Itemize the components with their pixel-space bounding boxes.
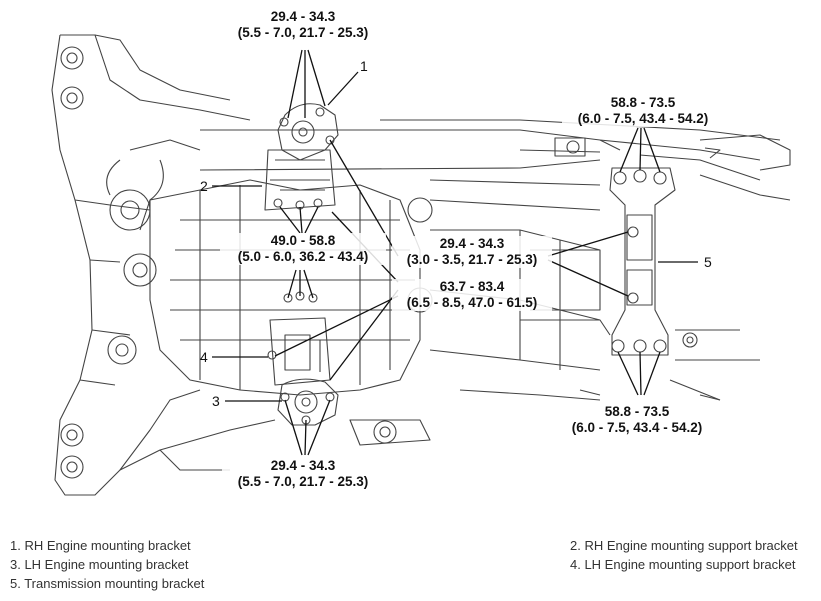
torque-nm: 58.8 - 73.5 [610,95,676,110]
torque-kgf-lbft: (6.0 - 7.5, 43.4 - 54.2) [571,420,703,435]
torque-nm: 63.7 - 83.4 [439,279,505,294]
torque-label-right-bottom: 58.8 - 73.5 (6.0 - 7.5, 43.4 - 54.2) [556,404,718,436]
torque-nm: 58.8 - 73.5 [604,404,670,419]
torque-nm: 29.4 - 34.3 [270,9,336,24]
torque-nm: 29.4 - 34.3 [270,458,336,473]
legend-item-1: 1. RH Engine mounting bracket [10,538,191,553]
torque-label-top: 29.4 - 34.3 (5.5 - 7.0, 21.7 - 25.3) [222,9,384,41]
legend-item-4: 4. LH Engine mounting support bracket [570,557,796,572]
torque-label-bottom: 29.4 - 34.3 (5.5 - 7.0, 21.7 - 25.3) [222,458,384,490]
torque-label-right-top: 58.8 - 73.5 (6.0 - 7.5, 43.4 - 54.2) [562,95,724,127]
torque-kgf-lbft: (5.0 - 6.0, 36.2 - 43.4) [237,249,369,264]
subframe-outline [51,34,276,496]
torque-kgf-lbft: (6.0 - 7.5, 43.4 - 54.2) [577,111,709,126]
legend-item-5: 5. Transmission mounting bracket [10,576,205,591]
torque-kgf-lbft: (5.5 - 7.0, 21.7 - 25.3) [237,25,369,40]
callout-1: 1 [360,58,368,74]
legend-item-2: 2. RH Engine mounting support bracket [570,538,798,553]
engine-mount-drawing [51,34,791,496]
leader-line [287,49,303,119]
callout-5: 5 [704,254,712,270]
torque-label-left-mid: 49.0 - 58.8 (5.0 - 6.0, 36.2 - 43.4) [220,233,386,265]
torque-kgf-lbft: (3.0 - 3.5, 21.7 - 25.3) [406,252,538,267]
torque-kgf-lbft: (6.5 - 8.5, 47.0 - 61.5) [406,295,538,310]
torque-label-center-upper: 29.4 - 34.3 (3.0 - 3.5, 21.7 - 25.3) [392,236,552,268]
engine-block [149,179,421,396]
diagram-stage: 29.4 - 34.3 (5.5 - 7.0, 21.7 - 25.3) 49.… [51,9,791,496]
callout-4: 4 [200,349,208,365]
torque-label-center-lower: 63.7 - 83.4 (6.5 - 8.5, 47.0 - 61.5) [392,279,552,311]
torque-nm: 29.4 - 34.3 [439,236,505,251]
crossmember [199,119,781,171]
rh-engine-mount [264,103,339,211]
torque-kgf-lbft: (5.5 - 7.0, 21.7 - 25.3) [237,474,369,489]
callout-3: 3 [212,393,220,409]
legend-item-3: 3. LH Engine mounting bracket [10,557,189,572]
torque-nm: 49.0 - 58.8 [270,233,336,248]
subframe-bushing [60,46,84,70]
callout-2: 2 [200,178,208,194]
